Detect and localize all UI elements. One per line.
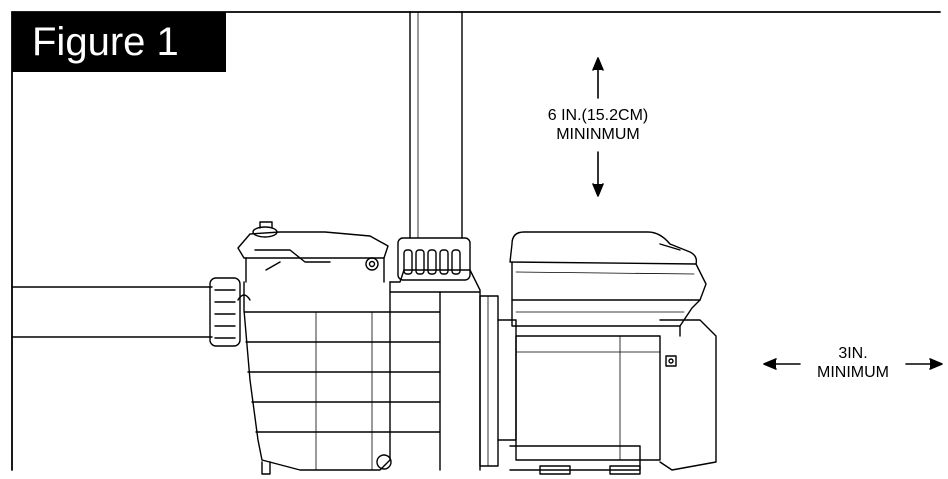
top-clearance-line2: MININMUM [556, 126, 640, 143]
fan-cover [659, 319, 717, 471]
figure-label: Figure 1 [12, 12, 226, 72]
side-clearance-line1: 3IN. [838, 345, 868, 362]
top-clearance-label: 6 IN.(15.2CM) MININMUM [512, 106, 684, 144]
pump-body [389, 269, 481, 471]
suction-pipe [11, 286, 213, 338]
discharge-pipe [409, 11, 463, 239]
top-clearance-arrow [592, 57, 604, 197]
controller-housing [509, 231, 707, 337]
motor-body [509, 335, 661, 475]
side-clearance-arrow [763, 358, 943, 370]
side-clearance-label: 3IN. MINIMUM [798, 344, 908, 382]
top-clearance-line1: 6 IN.(15.2CM) [547, 107, 649, 124]
side-clearance-line2: MINIMUM [817, 364, 889, 381]
frame-border [11, 11, 941, 471]
strainer-lid [237, 221, 389, 283]
seal-plate [479, 295, 517, 467]
suction-union-nut [209, 277, 241, 347]
strainer-housing [237, 281, 441, 475]
discharge-union-nut [397, 237, 471, 281]
